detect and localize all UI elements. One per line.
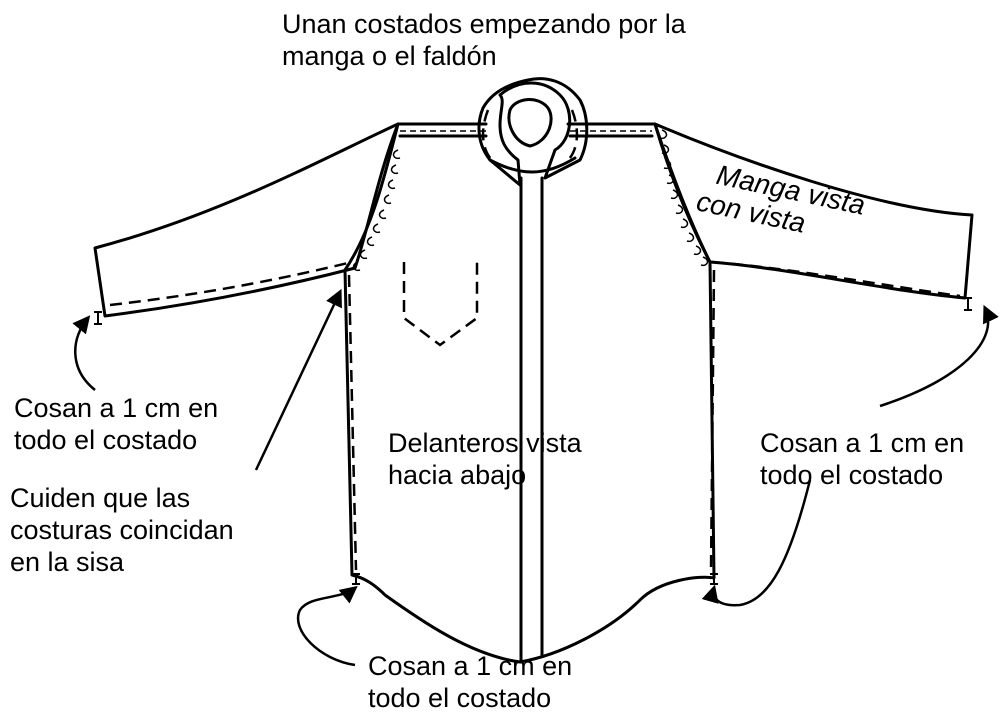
right-armhole-loops — [659, 129, 709, 267]
pocket-stitch — [402, 262, 479, 347]
front-label-line-1: Delanteros vista — [388, 428, 582, 458]
bottom-sew-line-1: Cosan a 1 cm en — [368, 651, 573, 681]
front-label-line-2: hacia abajo — [388, 460, 527, 490]
placket — [519, 176, 544, 664]
right-sew-line-2: todo el costado — [760, 460, 944, 490]
left-sew-line-2: todo el costado — [14, 425, 198, 455]
arrow-hem-left — [296, 585, 358, 667]
care-line-2: costuras coincidan — [10, 515, 234, 545]
right-sleeve-stitch — [711, 260, 961, 298]
right-sew-instruction: Cosan a 1 cm en todo el costado — [760, 427, 964, 491]
left-sew-line-1: Cosan a 1 cm en — [14, 393, 219, 423]
front-label: Delanteros vista hacia abajo — [388, 427, 582, 491]
shirt-body — [343, 122, 716, 664]
arrow-left-sleeve — [72, 315, 96, 391]
arrow-hem-right — [701, 479, 812, 607]
left-armhole-loops — [352, 149, 401, 272]
care-line-1: Cuiden que las — [10, 483, 191, 513]
arrow-armhole-left — [254, 288, 342, 471]
marker-left-hem — [352, 573, 360, 585]
care-line-3: en la sisa — [10, 547, 125, 577]
left-sew-instruction: Cosan a 1 cm en todo el costado — [14, 392, 218, 456]
marker-right-hem — [710, 573, 718, 585]
bottom-sew-line-2: todo el costado — [368, 683, 552, 713]
right-side-stitch — [709, 269, 716, 571]
collar — [477, 77, 589, 187]
left-sleeve — [93, 122, 400, 318]
top-instruction-line-1: Unan costados empezando por la — [282, 9, 686, 39]
top-instruction-line-2: manga o el faldón — [282, 41, 497, 71]
left-side-stitch — [347, 274, 358, 571]
collar-band — [488, 156, 577, 174]
right-sew-line-1: Cosan a 1 cm en — [760, 428, 965, 458]
collar-stitch — [481, 109, 579, 161]
collar-neck — [507, 98, 553, 148]
left-sleeve-stitch — [109, 260, 353, 307]
marker-right-sleeve — [964, 297, 972, 311]
armhole-care-instruction: Cuiden que las costuras coincidan en la … — [10, 482, 234, 578]
marker-left-sleeve — [94, 311, 102, 325]
top-instruction: Unan costados empezando por la manga o e… — [282, 8, 686, 72]
bottom-sew-instruction: Cosan a 1 cm en todo el costado — [368, 650, 572, 714]
arrow-right-sleeve — [879, 304, 999, 408]
